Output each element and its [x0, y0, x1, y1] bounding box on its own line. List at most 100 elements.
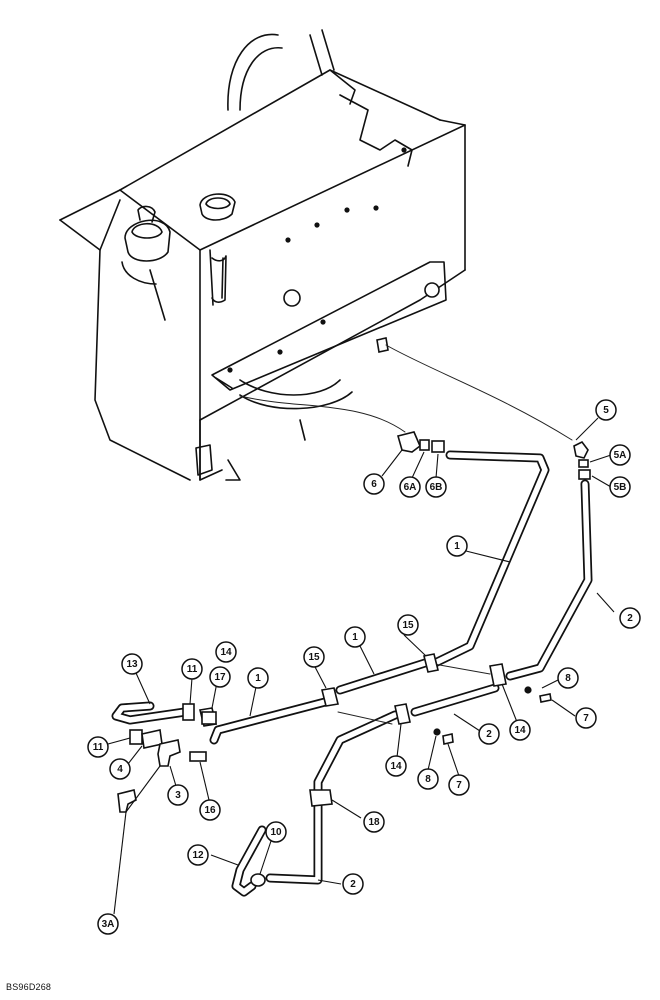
callout-1a: 1 [446, 535, 468, 557]
callout-15a: 15 [397, 614, 419, 636]
callout-circle [344, 626, 366, 648]
callout-circle [446, 535, 468, 557]
callout-circle [385, 755, 407, 777]
callout-circle [363, 811, 385, 833]
callout-circle [342, 873, 364, 895]
callout-circle [247, 667, 269, 689]
callout-18: 18 [363, 811, 385, 833]
callout-label: 2 [486, 729, 492, 740]
callout-3a: 3A [97, 913, 119, 935]
callout-label: 7 [583, 713, 589, 724]
callout-1b: 1 [344, 626, 366, 648]
callout-label: 8 [425, 774, 431, 785]
callout-label: 4 [117, 764, 123, 775]
callout-circle [87, 736, 109, 758]
callout-2a: 2 [619, 607, 641, 629]
callout-16: 16 [199, 799, 221, 821]
callout-circle [109, 758, 131, 780]
callout-circle [397, 614, 419, 636]
callout-label: 14 [514, 725, 526, 736]
callout-15b: 15 [303, 646, 325, 668]
callout-5a: 5A [609, 444, 631, 466]
leader-lines [107, 417, 615, 915]
callout-6: 6 [363, 473, 385, 495]
callout-2b: 2 [478, 723, 500, 745]
callout-label: 3A [102, 919, 115, 930]
callout-label: 3 [175, 790, 181, 801]
callout-circle [399, 476, 421, 498]
callout-4: 4 [109, 758, 131, 780]
callout-label: 2 [350, 879, 356, 890]
callout-label: 1 [454, 541, 460, 552]
callout-5b: 5B [609, 476, 631, 498]
callout-label: 14 [220, 647, 232, 658]
callout-label: 13 [126, 659, 138, 670]
callout-label: 11 [187, 664, 198, 675]
callout-label: 12 [192, 850, 204, 861]
callout-circle [209, 666, 231, 688]
callout-11a: 11 [181, 658, 203, 680]
callout-label: 15 [402, 620, 414, 631]
callout-circle [509, 719, 531, 741]
callout-label: 8 [565, 673, 571, 684]
callout-label: 18 [368, 817, 380, 828]
callout-label: 17 [214, 672, 226, 683]
callout-13: 13 [121, 653, 143, 675]
callout-label: 5A [614, 450, 627, 461]
callout-label: 7 [456, 780, 462, 791]
callout-6a: 6A [399, 476, 421, 498]
callout-2c: 2 [342, 873, 364, 895]
callout-label: 1 [352, 632, 358, 643]
callout-label: 6B [430, 482, 443, 493]
callout-circle [181, 658, 203, 680]
figure-reference-code: BS96D268 [6, 982, 52, 992]
callout-7b: 7 [448, 774, 470, 796]
callout-label: 6 [371, 479, 377, 490]
callout-circle [265, 821, 287, 843]
callout-circle [448, 774, 470, 796]
callout-circle [303, 646, 325, 668]
callout-10: 10 [265, 821, 287, 843]
callout-circle [575, 707, 597, 729]
callout-label: 10 [270, 827, 282, 838]
callout-label: 16 [204, 805, 216, 816]
callout-circle [97, 913, 119, 935]
callout-circle [595, 399, 617, 421]
callout-12: 12 [187, 844, 209, 866]
callout-label: 14 [390, 761, 402, 772]
callout-label: 2 [627, 613, 633, 624]
callout-label: 5 [603, 405, 609, 416]
callout-6b: 6B [425, 476, 447, 498]
callout-circle [121, 653, 143, 675]
callout-8b: 8 [417, 768, 439, 790]
callout-circle [363, 473, 385, 495]
callout-8a: 8 [557, 667, 579, 689]
callout-circle [417, 768, 439, 790]
callout-circle [609, 476, 631, 498]
callout-5: 5 [595, 399, 617, 421]
callout-label: 1 [255, 673, 261, 684]
callout-label: 15 [308, 652, 320, 663]
callout-14a: 14 [509, 719, 531, 741]
callout-14b: 14 [215, 641, 237, 663]
callout-1c: 1 [247, 667, 269, 689]
hydraulic-tank-drawing [59, 29, 573, 481]
callout-circle [557, 667, 579, 689]
callout-3: 3 [167, 784, 189, 806]
callout-circle [609, 444, 631, 466]
callout-circle [187, 844, 209, 866]
callout-label: 5B [614, 482, 627, 493]
callout-14c: 14 [385, 755, 407, 777]
callout-circle [215, 641, 237, 663]
callout-label: 11 [93, 742, 104, 753]
callout-label: 6A [404, 482, 417, 493]
callout-circle [425, 476, 447, 498]
callout-circle [619, 607, 641, 629]
callout-11b: 11 [87, 736, 109, 758]
callout-circle [199, 799, 221, 821]
hydraulic-lines [111, 450, 593, 897]
callout-circle [167, 784, 189, 806]
